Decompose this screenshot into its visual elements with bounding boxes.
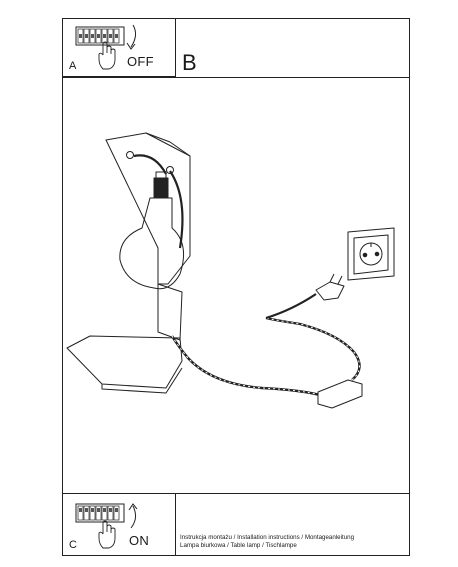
step-b-letter: B [182, 50, 197, 75]
caption-line-1: Instrukcja montażu / Installation instru… [180, 534, 355, 541]
hand-icon [98, 41, 116, 70]
breaker-switch-icon [75, 26, 125, 46]
step-a-action: OFF [127, 54, 154, 69]
step-c-letter: C [69, 539, 77, 551]
breaker-switch-icon [75, 503, 125, 523]
bottom-divider [62, 493, 410, 494]
arrow-down-icon [126, 24, 137, 50]
table-lamp-illustration [66, 132, 395, 409]
top-divider [62, 77, 410, 78]
page-frame [62, 18, 410, 556]
step-a-panel: A OFF [62, 18, 176, 77]
step-c-panel: C ON [62, 493, 176, 556]
hand-icon [98, 520, 116, 549]
step-a-letter: A [69, 60, 77, 72]
arrow-up-icon [128, 503, 138, 529]
caption-line-2: Lampa biurkowa / Table lamp / Tischlampe [180, 542, 297, 549]
step-c-action: ON [129, 533, 150, 548]
